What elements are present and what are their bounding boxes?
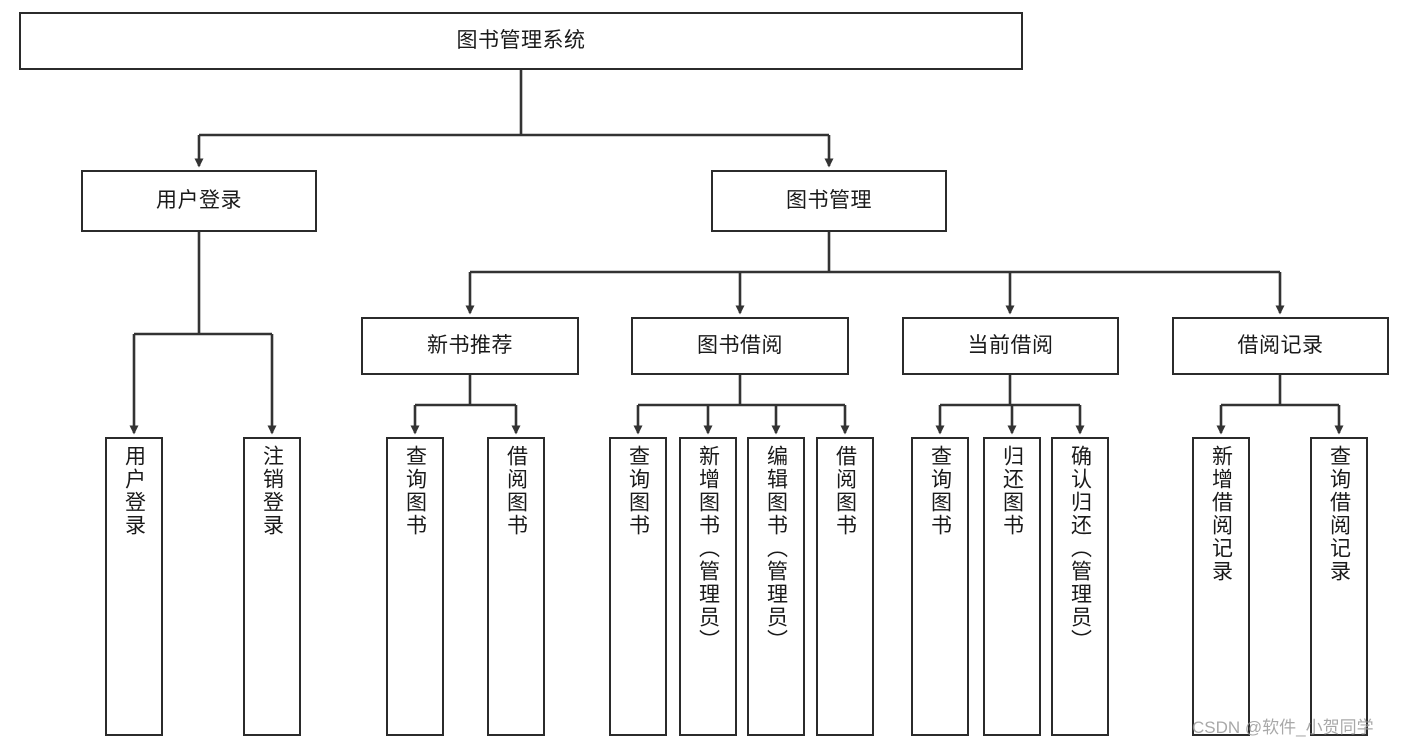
- node-book-borrowing[interactable]: 图书借阅: [631, 317, 849, 375]
- leaf-user-login[interactable]: 用户登录: [105, 437, 163, 736]
- leaf-bb-edit-book-admin-label: 编辑图书（管理员）: [764, 445, 788, 652]
- leaf-nbr-query-book[interactable]: 查询图书: [386, 437, 444, 736]
- leaf-bb-query-book[interactable]: 查询图书: [609, 437, 667, 736]
- leaf-br-query-record-label: 查询借阅记录: [1327, 445, 1351, 583]
- leaf-bb-add-book-admin-label: 新增图书（管理员）: [696, 445, 720, 652]
- node-current-borrowing[interactable]: 当前借阅: [902, 317, 1119, 375]
- leaf-bb-add-book-admin[interactable]: 新增图书（管理员）: [679, 437, 737, 736]
- node-root-system-label: 图书管理系统: [456, 28, 586, 52]
- node-root-system[interactable]: 图书管理系统: [19, 12, 1023, 70]
- leaf-user-logout[interactable]: 注销登录: [243, 437, 301, 736]
- node-book-management[interactable]: 图书管理: [711, 170, 947, 232]
- leaf-bb-query-book-label: 查询图书: [626, 445, 650, 537]
- leaf-cb-confirm-return-admin-label: 确认归还（管理员）: [1068, 445, 1092, 652]
- leaf-cb-return-book-label: 归还图书: [1000, 445, 1024, 537]
- leaf-cb-return-book[interactable]: 归还图书: [983, 437, 1041, 736]
- node-new-book-recommendation[interactable]: 新书推荐: [361, 317, 579, 375]
- leaf-nbr-borrow-book-label: 借阅图书: [504, 445, 528, 537]
- node-user-login-label: 用户登录: [156, 188, 242, 212]
- leaf-br-add-record[interactable]: 新增借阅记录: [1192, 437, 1250, 736]
- node-borrowing-record-label: 借阅记录: [1237, 333, 1324, 357]
- node-book-borrowing-label: 图书借阅: [697, 333, 783, 357]
- node-current-borrowing-label: 当前借阅: [967, 333, 1054, 357]
- leaf-cb-query-book[interactable]: 查询图书: [911, 437, 969, 736]
- leaf-user-logout-label: 注销登录: [260, 445, 284, 537]
- leaf-br-query-record[interactable]: 查询借阅记录: [1310, 437, 1368, 736]
- node-new-book-recommendation-label: 新书推荐: [427, 333, 513, 357]
- leaf-cb-query-book-label: 查询图书: [928, 445, 952, 537]
- node-borrowing-record[interactable]: 借阅记录: [1172, 317, 1389, 375]
- node-book-management-label: 图书管理: [786, 188, 872, 212]
- leaf-bb-borrow-book-label: 借阅图书: [833, 445, 857, 537]
- node-user-login[interactable]: 用户登录: [81, 170, 317, 232]
- leaf-nbr-borrow-book[interactable]: 借阅图书: [487, 437, 545, 736]
- leaf-bb-borrow-book[interactable]: 借阅图书: [816, 437, 874, 736]
- leaf-cb-confirm-return-admin[interactable]: 确认归还（管理员）: [1051, 437, 1109, 736]
- leaf-user-login-label: 用户登录: [122, 445, 146, 537]
- leaf-bb-edit-book-admin[interactable]: 编辑图书（管理员）: [747, 437, 805, 736]
- leaf-br-add-record-label: 新增借阅记录: [1209, 445, 1233, 583]
- leaf-nbr-query-book-label: 查询图书: [403, 445, 427, 537]
